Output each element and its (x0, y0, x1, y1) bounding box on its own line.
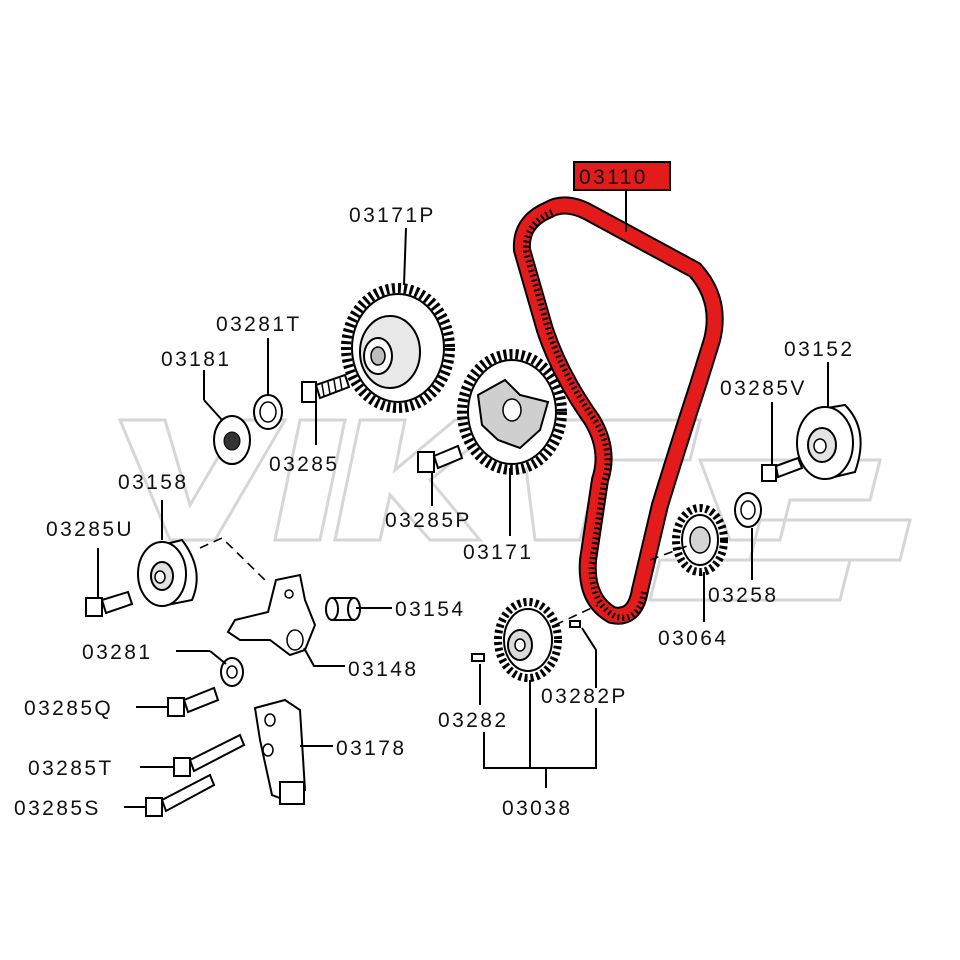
label-03171P[interactable]: 03171P (349, 204, 436, 227)
seal-03258[interactable] (734, 492, 762, 528)
label-03285U[interactable]: 03285U (46, 518, 134, 541)
bolt-03285P[interactable] (417, 444, 464, 473)
bolt-03285Q[interactable] (167, 686, 220, 717)
label-03258[interactable]: 03258 (708, 584, 778, 607)
label-03158[interactable]: 03158 (118, 471, 188, 494)
label-03285[interactable]: 03285 (269, 453, 339, 476)
label-03285P[interactable]: 03285P (385, 509, 472, 532)
bolt-03285[interactable] (301, 373, 351, 403)
leader-dash-03064 (649, 544, 691, 561)
label-03064[interactable]: 03064 (658, 627, 728, 650)
leader-lines (97, 190, 829, 808)
label-03285S[interactable]: 03285S (14, 797, 101, 820)
label-03148[interactable]: 03148 (348, 658, 418, 681)
tensioner-arm-03148[interactable] (226, 573, 317, 657)
cam-sprocket-exhaust[interactable] (341, 283, 455, 413)
label-03281T[interactable]: 03281T (216, 313, 302, 336)
highlight-label-box (573, 161, 671, 191)
label-03282[interactable]: 03282 (438, 709, 508, 732)
label-03285Q[interactable]: 03285Q (24, 697, 113, 720)
idler-pulley-03152[interactable] (796, 403, 862, 480)
label-03038[interactable]: 03038 (502, 797, 572, 820)
bolt-03285S[interactable] (145, 773, 216, 817)
label-03110[interactable]: 03110 (579, 166, 648, 189)
cam-sprocket-intake[interactable] (457, 349, 567, 475)
key-03282[interactable] (471, 653, 485, 662)
timing-belt[interactable] (512, 196, 724, 625)
washer-03281T[interactable] (253, 394, 283, 430)
leader-dash-03038 (554, 604, 599, 626)
cap-03181[interactable] (213, 415, 251, 465)
bolt-03285V[interactable] (761, 456, 804, 482)
key-03282P[interactable] (569, 620, 581, 628)
bolt-03285U[interactable] (85, 590, 134, 617)
label-03281[interactable]: 03281 (82, 641, 152, 664)
label-03178[interactable]: 03178 (336, 737, 406, 760)
label-03285V[interactable]: 03285V (720, 377, 807, 400)
bolt-03285T[interactable] (173, 733, 246, 777)
part-labels: 03110 03171P 03281T 03181 03285 03285P 0… (14, 161, 854, 820)
label-03152[interactable]: 03152 (784, 338, 854, 361)
auto-tensioner-03178[interactable] (253, 698, 307, 805)
label-03181[interactable]: 03181 (161, 348, 231, 371)
label-03285T[interactable]: 03285T (28, 757, 114, 780)
leader-dash-03158 (199, 537, 266, 581)
label-03171[interactable]: 03171 (463, 541, 533, 564)
tensioner-pulley-03158[interactable] (137, 538, 198, 608)
balance-shaft-sprocket[interactable] (494, 598, 562, 682)
label-03154[interactable]: 03154 (395, 598, 465, 621)
label-03282P[interactable]: 03282P (541, 685, 628, 708)
crank-sprocket-03064[interactable] (672, 504, 728, 576)
spacer-03154[interactable] (325, 597, 361, 621)
watermark-logo (117, 418, 912, 602)
washer-03281[interactable] (220, 657, 244, 687)
